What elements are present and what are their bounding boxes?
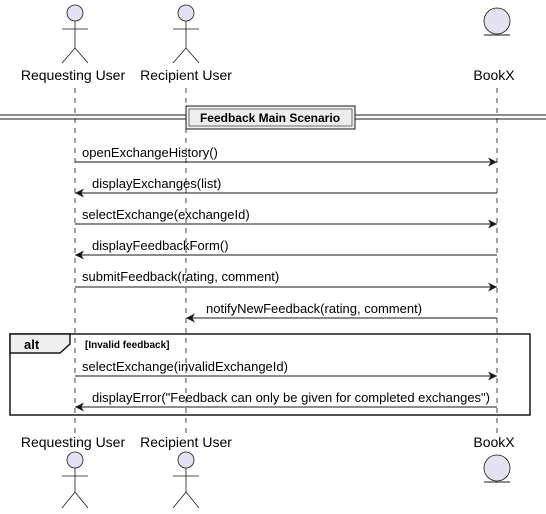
- fragment-guard: [Invalid feedback]: [85, 340, 169, 351]
- message-label: displayFeedbackForm(): [92, 238, 229, 253]
- message-2: selectExchange(exchangeId): [75, 207, 497, 229]
- participant-requester-top: Requesting User: [21, 4, 126, 83]
- message-label: notifyNewFeedback(rating, comment): [206, 301, 422, 316]
- participant-label: BookX: [473, 434, 515, 450]
- lifelines: [74, 88, 498, 433]
- message-label: selectExchange(invalidExchangeId): [82, 359, 288, 374]
- participant-requester-bottom: Requesting User: [21, 434, 126, 509]
- divider-box: [185, 105, 356, 130]
- participant-label: Recipient User: [140, 67, 232, 83]
- actor-icon: [61, 451, 89, 509]
- message-4: submitFeedback(rating, comment): [75, 269, 497, 292]
- message-5: notifyNewFeedback(rating, comment): [186, 301, 497, 323]
- participant-label: BookX: [473, 67, 515, 83]
- message-label: selectExchange(exchangeId): [82, 207, 250, 222]
- fragment-tab: [9, 333, 71, 354]
- participant-recipient-top: Recipient User: [140, 4, 232, 83]
- message-label: openExchangeHistory(): [82, 145, 218, 160]
- message-label: submitFeedback(rating, comment): [82, 269, 279, 284]
- alt-fragment: alt [Invalid feedback] selectExchange(in…: [9, 333, 531, 416]
- fragment-keyword: alt: [24, 337, 40, 352]
- entity-icon: [483, 454, 511, 483]
- message-label: displayError("Feedback can only be given…: [92, 390, 490, 405]
- message-label: displayExchanges(list): [92, 176, 221, 191]
- message-1: displayExchanges(list): [75, 176, 497, 198]
- message-0: openExchangeHistory(): [75, 145, 497, 167]
- fragment-frame: [9, 333, 531, 416]
- participant-recipient-bottom: Recipient User: [140, 434, 232, 509]
- participant-bookx-top: BookX: [473, 7, 515, 83]
- participant-label: Recipient User: [140, 434, 232, 450]
- entity-icon: [483, 7, 511, 36]
- participant-label: Requesting User: [21, 67, 126, 83]
- message-3: displayFeedbackForm(): [75, 238, 497, 260]
- divider: Feedback Main Scenario: [0, 105, 546, 130]
- fragment-message-1: displayError("Feedback can only be given…: [75, 390, 497, 412]
- fragment-message-0: selectExchange(invalidExchangeId): [75, 359, 497, 381]
- participant-label: Requesting User: [21, 434, 126, 450]
- actor-icon: [61, 4, 89, 64]
- participant-bookx-bottom: BookX: [473, 434, 515, 483]
- divider-label: Feedback Main Scenario: [200, 111, 340, 125]
- actor-icon: [172, 4, 200, 64]
- actor-icon: [172, 451, 200, 509]
